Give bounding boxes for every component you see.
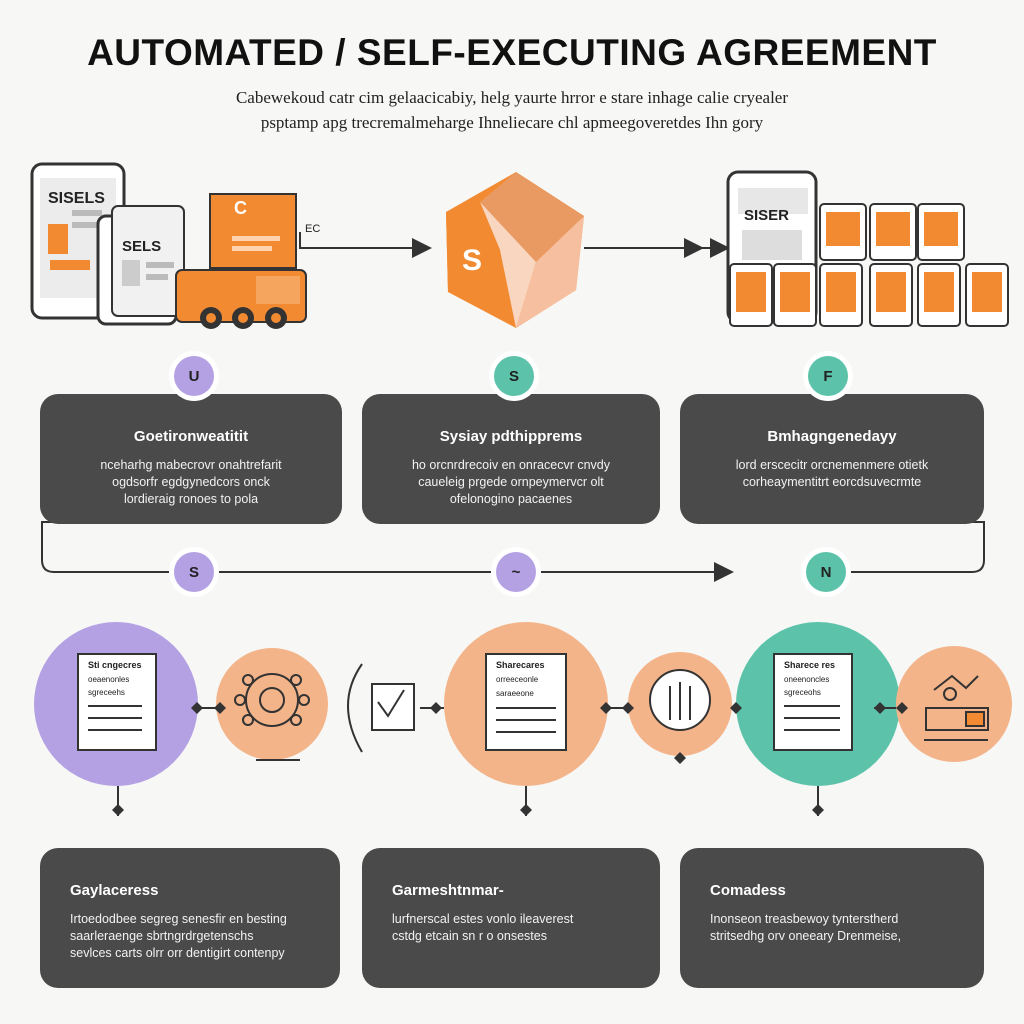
badge-teal-mid-label: N [820,563,832,581]
asset-tile-fill [780,272,810,312]
bottom-card-2-title: Garmeshtnmar- [392,882,504,899]
circle-peach-4 [896,646,1012,762]
bracket-shape [347,663,363,753]
device-label-2: SELS [122,238,161,255]
doc1-line1: Sti cngecres [88,660,142,670]
bottom-card-2-body: lurfnerscal estes vonlo ileaverest cstdg… [362,911,660,945]
top-card-3-title: Bmhagngenedayy [767,428,897,445]
top-card-3-line-1: lord erscecitr orcnemenmere otietk [735,458,929,472]
smart-contract-cube: S [446,172,584,328]
asset-tile-fill [924,212,958,246]
top-card-2-line-2: caueleig prgede ornpeymervcr olt [418,475,604,489]
badge-lavender-mid-2-label: ~ [511,563,521,581]
asset-tile-fill [876,212,910,246]
page-title: AUTOMATED / SELF-EXECUTING AGREEMENT [87,32,937,73]
asset-tile-fill [826,272,856,312]
top-card-1-line-2: ogdsorfr egdgynedcors onck [112,475,270,489]
doc3-line3: sgreceohs [784,688,821,697]
badge-lavender-mid-1: S [174,552,214,592]
top-card-1-title: Goetironweatitit [133,428,249,445]
doc1-line3: sgreceehs [88,688,125,697]
badge-teal-mid: N [806,552,846,592]
badge-teal-top-2-label: F [823,367,833,385]
top-card-2-body: ho orcnrdrecoiv en onracecvr cnvdy cauel… [362,457,660,508]
asset-tile-fill [826,212,860,246]
top-card-3-line-2: corheaymentitrt eorcdsuvecrmte [742,475,922,489]
bottom-card-1-line-1: Irtoedodbee segreg senesfir en besting [70,912,287,926]
badge-teal-top-1-label: S [508,367,519,385]
bottom-card-1-line-3: sevlces carts olrr orr dentigirt contenp… [70,946,285,960]
bottom-card-3-line-2: stritsedhg orv oneeary Drenmeise, [710,929,902,943]
bottom-card-1-body: Irtoedodbee segreg senesfir en besting s… [40,911,340,962]
machine-icon [924,674,989,741]
doc2-line1: Sharecares [496,660,545,670]
badge-lavender-top-label: U [188,367,200,385]
top-card-1-line-1: nceharhg mabecrovr onahtrefarit [100,458,282,472]
top-card-1-body: nceharhg mabecrovr onahtrefarit ogdsorfr… [40,457,342,508]
connector-left [41,521,734,582]
flow-arrow-1 [299,232,432,258]
bottom-card-1: Gaylaceress Irtoedodbee segreg senesfir … [40,848,340,988]
top-card-3-body: lord erscecitr orcnemenmere otietk corhe… [680,457,984,491]
badge-lavender-mid-2: ~ [496,552,536,592]
badge-lavender-top: U [174,356,214,396]
doc1-line2: oeaenonles [88,675,129,684]
asset-tile-fill [736,272,766,312]
bottom-card-3: Comadess Inonseon treasbewoy tyntersther… [680,848,984,988]
top-card-2-line-3: ofelonogino pacaenes [449,492,573,506]
device-label-1: SISELS [48,190,105,207]
connector-diamonds [191,702,908,764]
bottom-card-2-line-1: lurfnerscal estes vonlo ileaverest [392,912,574,926]
top-card-2: Sysiay pdthipprems ho orcnrdrecoiv en on… [362,394,660,524]
bottom-card-2-line-2: cstdg etcain sn r o onsestes [392,929,547,943]
vertical-connectors [117,786,819,816]
bottom-card-1-line-2: saarleraenge sbrtngrdrgetenschs [70,929,254,943]
top-card-3: Bmhagngenedayy lord erscecitr orcnemenme… [680,394,984,524]
doc3-line2: oneenoncles [784,675,829,684]
connector-right [840,521,985,573]
document-icon-1 [77,653,157,751]
bottom-card-3-line-1: Inonseon treasbewoy tynterstherd [710,912,899,926]
badge-lavender-mid-1-label: S [188,563,199,581]
asset-tile-fill [876,272,906,312]
asset-tiles [729,203,1009,327]
subtitle-line-2: psptamp apg trecremalmeharge Ihneliecare… [260,113,764,132]
asset-tile-fill [972,272,1002,312]
devices-truck-illustration: SISELS SELS C EC [30,162,320,329]
top-card-2-line-1: ho orcnrdrecoiv en onracecvr cnvdy [411,458,610,472]
doc2-line2: orreeceonle [496,675,539,684]
bottom-card-2: Garmeshtnmar- lurfnerscal estes vonlo il… [362,848,660,988]
bottom-card-1-title: Gaylaceress [70,882,159,899]
chain-network-icon [234,673,310,761]
device-label-3: SISER [744,207,789,224]
bottom-card-3-body: Inonseon treasbewoy tynterstherd stritse… [680,911,984,945]
document-icon-3 [773,653,853,751]
card-symbol: C [234,198,247,218]
document-icon-2 [485,653,567,751]
arrow-label: EC [305,223,320,235]
subtitle-line-1: Cabewekoud catr cim gelaacicabiy, helg y… [235,88,789,107]
top-card-1: Goetironweatitit nceharhg mabecrovr onah… [40,394,342,524]
doc2-line3: saraeeone [496,689,534,698]
bottom-card-3-title: Comadess [710,882,786,899]
badge-teal-top-2: F [808,356,848,396]
top-card-1-line-3: lordieraig ronoes to pola [123,492,259,506]
top-card-2-title: Sysiay pdthipprems [439,428,583,445]
asset-tile-fill [924,272,954,312]
doc3-line1: Sharece res [784,660,835,670]
badge-teal-top-1: S [494,356,534,396]
circle-peach-1 [216,648,328,760]
cube-symbol: S [462,244,482,277]
gauge-icon [649,669,711,731]
